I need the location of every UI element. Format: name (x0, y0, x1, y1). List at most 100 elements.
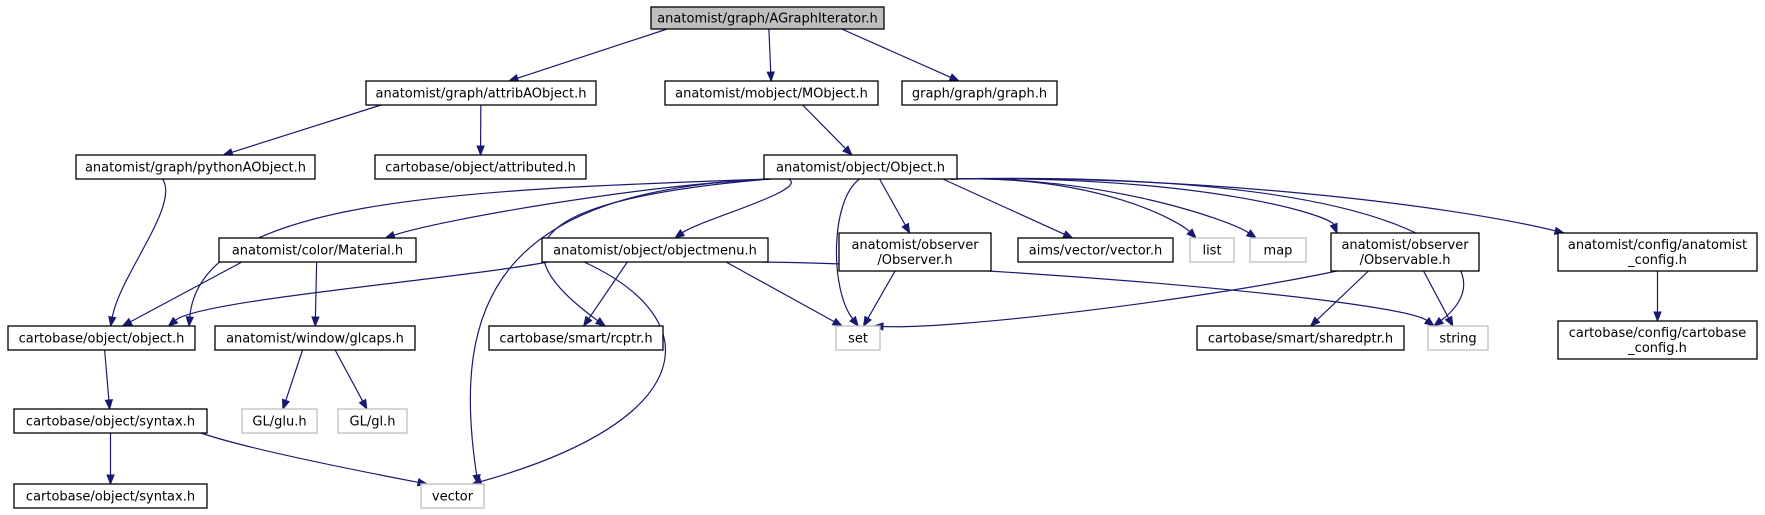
node-box (541, 237, 769, 263)
node-rcptr[interactable]: cartobase/smart/rcptr.h (488, 325, 664, 351)
node-box (901, 80, 1058, 106)
node-list[interactable]: list (1189, 237, 1235, 263)
node-sharedptr[interactable]: cartobase/smart/sharedptr.h (1196, 325, 1405, 351)
edge-anaconfig-to-cartoconfig (1653, 271, 1662, 323)
edge-mobject-to-object (802, 104, 853, 156)
node-label: string (1439, 332, 1476, 347)
edge-glcaps-to-glu (281, 349, 304, 411)
node-box (75, 154, 316, 180)
edge-object-to-set (835, 178, 860, 328)
node-mobject[interactable]: anatomist/mobject/MObject.h (664, 80, 879, 106)
node-box (374, 154, 587, 180)
node-string[interactable]: string (1427, 325, 1489, 351)
node-label: aims/vector/vector.h (1029, 244, 1162, 259)
node-label: cartobase/object/syntax.h (26, 490, 195, 505)
edge-observable-to-string (1423, 270, 1454, 328)
node-label: _config.h (1627, 253, 1687, 268)
edge-object-to-aimsvector (942, 178, 1074, 239)
edge-observable-to-sharedptr (1309, 270, 1369, 327)
node-label: cartobase/object/syntax.h (26, 415, 195, 430)
node-map[interactable]: map (1249, 237, 1307, 263)
node-box (420, 483, 485, 509)
node-label: anatomist/observer (1341, 238, 1469, 253)
node-anaconfig[interactable]: anatomist/config/anatomist_config.h (1557, 232, 1758, 272)
edge-objectmenu-to-vector (470, 261, 666, 486)
node-object[interactable]: anatomist/object/Object.h (763, 154, 958, 180)
node-box (1189, 237, 1235, 263)
node-cobject[interactable]: cartobase/object/object.h (7, 325, 196, 351)
edges (104, 28, 1662, 487)
node-label: anatomist/config/anatomist (1568, 238, 1747, 253)
edge-attrib-to-attributed (476, 104, 485, 157)
node-box (218, 237, 417, 263)
edge-object-to-anaconfig (950, 178, 1566, 235)
node-observable[interactable]: anatomist/observer/Observable.h (1330, 232, 1480, 272)
node-label: _config.h (1627, 341, 1687, 356)
edge-root-to-attrib (507, 28, 668, 83)
node-label: cartobase/object/object.h (19, 332, 185, 347)
node-set[interactable]: set (835, 325, 881, 351)
node-label: anatomist/graph/AGraphIterator.h (657, 12, 878, 27)
node-syntax1[interactable]: cartobase/object/syntax.h (13, 408, 208, 434)
node-box (1017, 237, 1174, 263)
node-attrib[interactable]: anatomist/graph/attribAObject.h (365, 80, 597, 106)
nodes: anatomist/graph/AGraphIterator.h anatomis… (7, 6, 1758, 509)
node-label: GL/gl.h (350, 415, 396, 430)
node-label: anatomist/object/objectmenu.h (553, 244, 757, 259)
edge-syntax1-to-vector (200, 432, 429, 487)
node-cartoconfig[interactable]: cartobase/config/cartobase_config.h (1557, 320, 1758, 360)
node-box (365, 80, 597, 106)
edge-object-to-list (950, 178, 1197, 239)
node-box (763, 154, 958, 180)
edge-glcaps-to-gl (334, 349, 368, 411)
node-label: graph/graph/graph.h (912, 87, 1047, 102)
node-vector[interactable]: vector (420, 483, 485, 509)
node-label: set (848, 332, 868, 347)
node-aimsvector[interactable]: aims/vector/vector.h (1017, 237, 1174, 263)
edge-material-to-glcaps (311, 261, 320, 328)
edge-object-to-cobject (185, 178, 771, 328)
node-glu[interactable]: GL/glu.h (241, 408, 318, 434)
node-box (13, 408, 208, 434)
node-material[interactable]: anatomist/color/Material.h (218, 237, 417, 263)
node-root[interactable]: anatomist/graph/AGraphIterator.h (650, 6, 885, 30)
node-python[interactable]: anatomist/graph/pythonAObject.h (75, 154, 316, 180)
node-box (838, 232, 992, 272)
node-box (835, 325, 881, 351)
node-label: cartobase/config/cartobase (1569, 326, 1747, 341)
edge-python-to-cobject (108, 178, 167, 328)
edge-object-to-material (384, 178, 771, 240)
node-observer[interactable]: anatomist/observer/Observer.h (838, 232, 992, 272)
node-glcaps[interactable]: anatomist/window/glcaps.h (214, 325, 416, 351)
edge-observable-to-set (872, 270, 1338, 331)
node-box (1330, 232, 1480, 272)
node-label: anatomist/object/Object.h (776, 161, 945, 176)
edge-objectmenu-to-set (725, 261, 844, 327)
node-label: anatomist/window/glcaps.h (226, 332, 404, 347)
node-graph[interactable]: graph/graph/graph.h (901, 80, 1058, 106)
node-box (7, 325, 196, 351)
node-attributed[interactable]: cartobase/object/attributed.h (374, 154, 587, 180)
node-box (1557, 320, 1758, 360)
node-label: anatomist/mobject/MObject.h (675, 87, 868, 102)
edge-root-to-graph (841, 28, 961, 82)
node-box (488, 325, 664, 351)
node-label: anatomist/observer (851, 238, 979, 253)
node-label: /Observer.h (877, 253, 952, 268)
node-box (1196, 325, 1405, 351)
edge-objectmenu-to-rcptr (582, 261, 628, 328)
node-label: map (1264, 244, 1293, 259)
node-syntax2[interactable]: cartobase/object/syntax.h (13, 483, 208, 509)
node-label: list (1202, 244, 1221, 259)
edge-object-to-rcptr (542, 178, 771, 327)
node-box (214, 325, 416, 351)
edge-object-to-objectmenu (673, 178, 792, 239)
node-gl[interactable]: GL/gl.h (337, 408, 408, 434)
edge-root-to-mobject (766, 28, 775, 83)
node-label: cartobase/smart/rcptr.h (499, 332, 652, 347)
edge-cobject-to-syntax1 (104, 349, 114, 411)
node-label: /Observable.h (1360, 253, 1451, 268)
node-box (337, 408, 408, 434)
node-box (1249, 237, 1307, 263)
node-objectmenu[interactable]: anatomist/object/objectmenu.h (541, 237, 769, 263)
